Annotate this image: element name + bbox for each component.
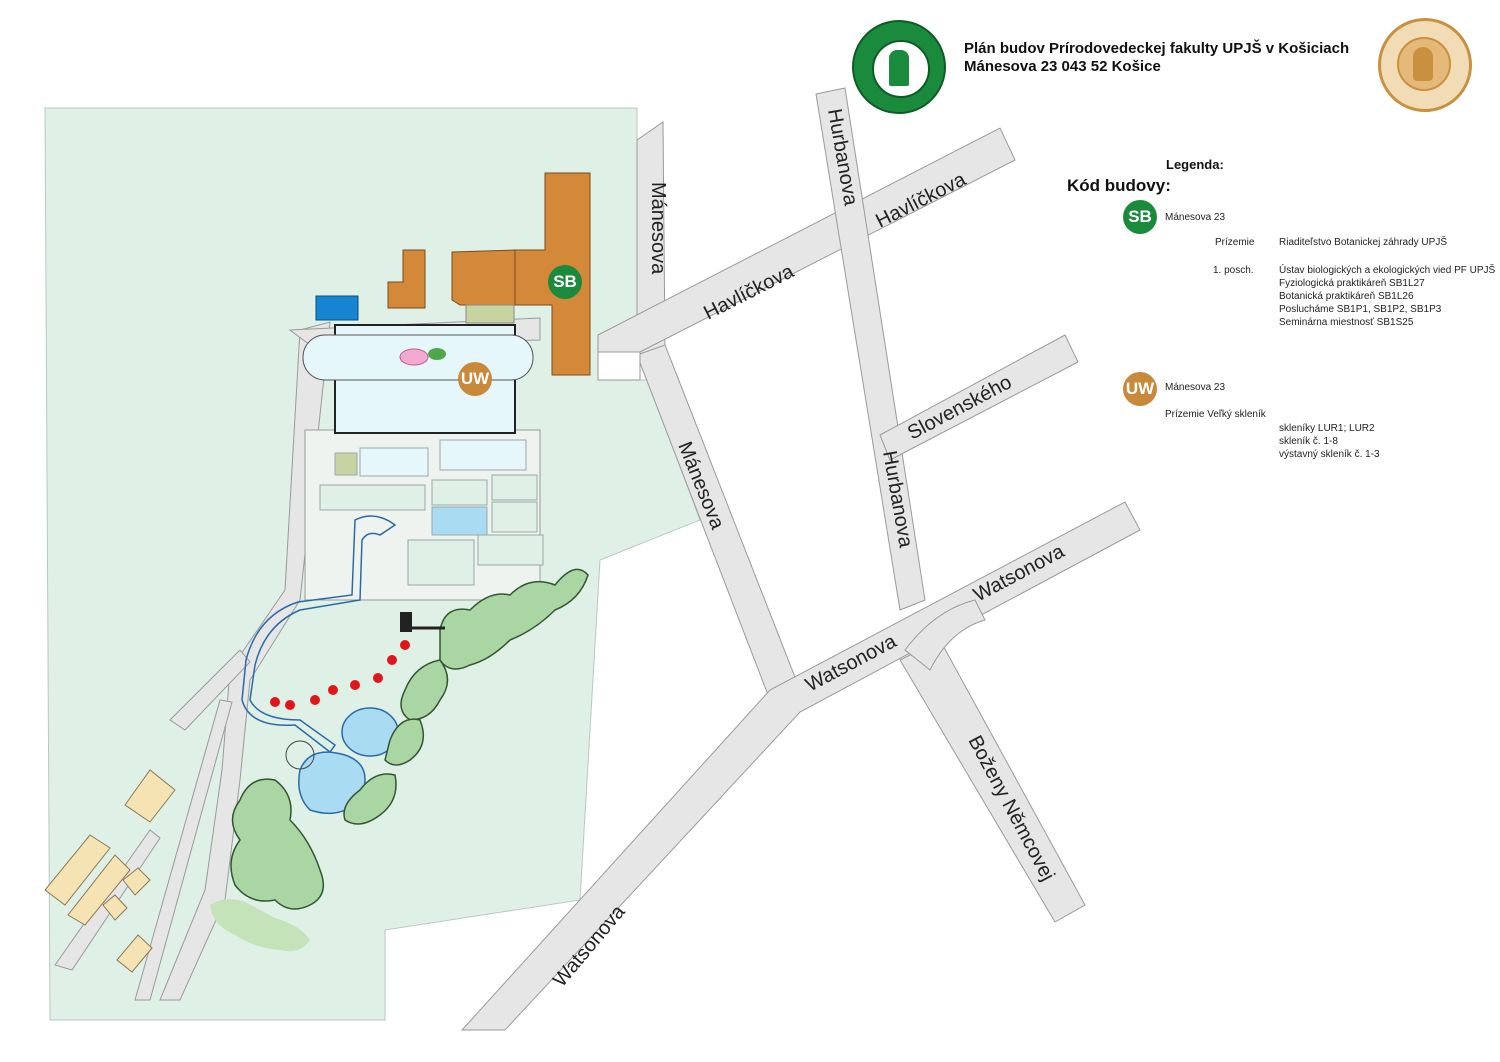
legend-sb-text-2: Ústav biologických a ekologických vied P… [1279,265,1496,276]
map-title-line2: Mánesova 23 043 52 Košice [964,58,1161,75]
legend-sb-text-1: Riaditeľstvo Botanickej záhrady UPJŠ [1279,237,1447,248]
entrance-stairs [400,612,412,632]
legend-sb-text-6: Seminárna miestnosť SB1S25 [1279,317,1414,328]
legend-sb-floor-1: Prízemie [1215,237,1255,248]
small-greenhouses [319,439,544,586]
legend-sb-text-5: Poslucháme SB1P1, SB1P2, SB1P3 [1279,304,1442,315]
map-title-line1: Plán budov Prírodovedeckej fakulty UPJŠ … [964,40,1350,57]
legend-sb-floor-2: 1. posch. [1213,265,1254,276]
roads [460,87,1141,1031]
legend-sb-text-3: Fyziologická praktikáreň SB1L27 [1279,278,1425,289]
greenhouse-uw [302,324,534,434]
map-title: Plán budov Prírodovedeckej fakulty UPJŠ … [964,40,1349,76]
annex-building [465,304,515,324]
blue-building [315,295,359,321]
legend-sb-text-4: Botanická praktikáreň SB1L26 [1279,291,1414,302]
street-label-slovenskeho: Slovenského [904,371,1015,444]
street-label-bozeny-nemcovej: Boženy Němcovej [964,732,1059,885]
legend-uw-text-1: skleníky LUR1; LUR2 [1279,423,1375,434]
path-dots [270,640,410,710]
badge-uw-map: UW [458,362,492,396]
legend-uw-text-3: výstavný skleník č. 1-3 [1279,449,1380,460]
shrubs [210,568,589,952]
legend-title: Legenda: [1166,157,1224,172]
legend-uw-address: Mánesova 23 [1165,382,1226,393]
legend-badge-uw: UW [1123,372,1157,406]
round-feature [285,740,315,770]
building-code-title: Kód budovy: [1067,176,1171,195]
legend-sb-address: Mánesova 23 [1165,212,1226,223]
badge-sb-map: SB [548,265,582,299]
faculty-logo [852,20,946,114]
legend-badge-sb: SB [1123,200,1157,234]
legend-uw-text-2: skleník č. 1-8 [1279,436,1338,447]
legend-uw-floor: Prízemie Veľký skleník [1165,409,1266,420]
sheds [44,769,176,973]
university-logo [1378,18,1472,112]
street-label-manesova-north: Mánesova [647,182,669,275]
